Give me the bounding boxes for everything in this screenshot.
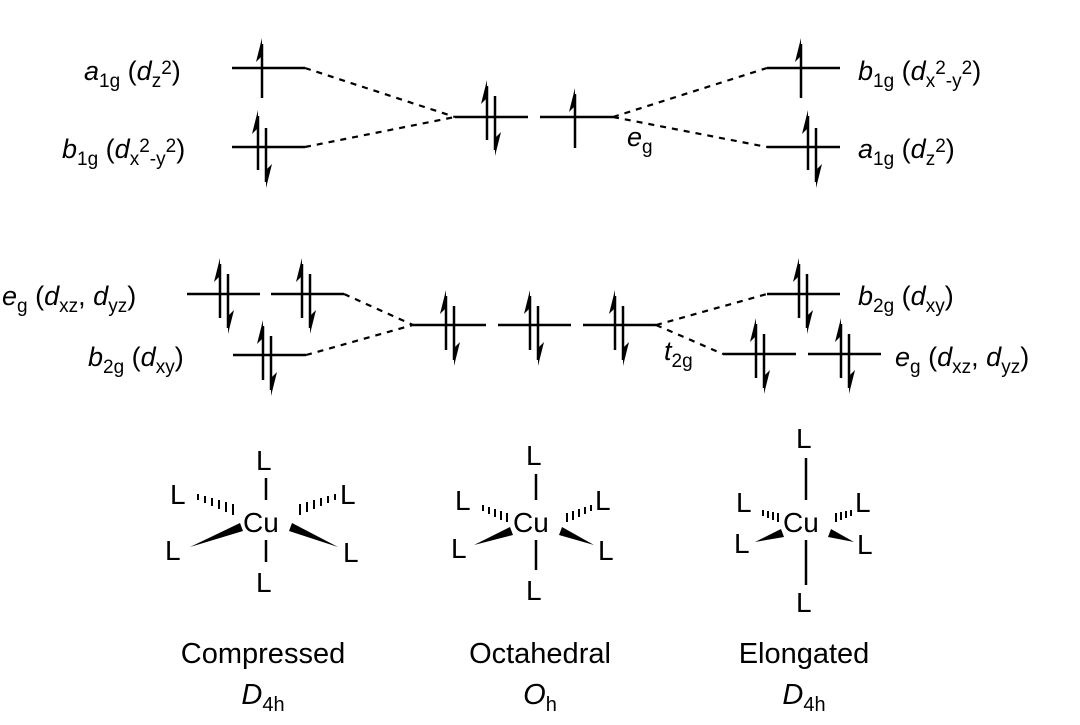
electron-down-arrow (269, 334, 279, 398)
ligand-atom: L (256, 567, 272, 598)
caption-group-elongated: D4h (782, 679, 825, 716)
label-b2g-elongated: b2g (dxy) (858, 281, 954, 317)
label-a1g-elongated: a1g (dz2) (858, 134, 955, 170)
ligand-atom: L (857, 529, 873, 560)
electron-down-arrow (536, 304, 546, 368)
structure-octahedral: Cu L L L L L L (451, 440, 614, 606)
caption-compressed: Compressed (181, 638, 345, 670)
label-b2g-compressed: b2g (dxy) (88, 342, 184, 378)
label-eg-compressed: eg (dxz, dyz) (2, 281, 136, 317)
electron-up-arrow (791, 256, 801, 320)
electron-up-arrow (212, 256, 222, 320)
metal-atom: Cu (513, 507, 549, 538)
electron-down-arrow (805, 272, 815, 336)
electron-down-arrow (264, 126, 274, 190)
electron-up-arrow (522, 288, 532, 352)
correlation-line (612, 115, 768, 149)
electron-up-arrow (250, 108, 260, 172)
caption-elongated: Elongated (739, 638, 870, 670)
ligand-atom: L (165, 535, 181, 566)
electron-down-arrow (847, 332, 857, 396)
electron-down-arrow (814, 126, 824, 190)
label-a1g-compressed: a1g (dz2) (84, 56, 181, 92)
structure-elongated: Cu L L L L L L (734, 423, 873, 618)
electron-up-arrow (748, 316, 758, 380)
ligand-atom: L (170, 479, 186, 510)
ligand-atom: L (855, 487, 871, 518)
ligand-atom: L (340, 479, 356, 510)
electron-up-arrow (255, 318, 265, 382)
label-b1g-elongated: b1g (dx2-y2) (858, 56, 981, 92)
electron-up-arrow (479, 78, 489, 142)
ligand-atom: L (796, 423, 812, 454)
label-eg-elongated: eg (dxz, dyz) (895, 342, 1029, 378)
label-eg-octahedral: eg (627, 122, 653, 158)
correlation-line (305, 323, 414, 357)
ligand-atom: L (343, 537, 359, 568)
electron-down-arrow (493, 94, 503, 158)
correlation-line (655, 292, 768, 327)
electron-down-arrow (762, 332, 772, 396)
correlation-line (343, 292, 414, 327)
caption-group-octahedral: Oh (523, 679, 557, 716)
ligand-atom: L (595, 485, 611, 516)
electron-up-arrow (294, 256, 304, 320)
metal-atom: Cu (243, 507, 279, 538)
caption-group-compressed: D4h (241, 679, 284, 716)
ligand-atom: L (455, 485, 471, 516)
ligand-atom: L (256, 445, 272, 476)
structure-compressed: Cu L L L L L L (165, 445, 359, 598)
label-t2g-octahedral: t2g (664, 336, 693, 372)
ligand-atom: L (796, 587, 812, 618)
correlation-line (612, 66, 768, 119)
electron-up-arrow (607, 288, 617, 352)
ligand-atom: L (526, 440, 542, 471)
ligand-atom: L (736, 487, 752, 518)
electron-up-arrow (833, 316, 843, 380)
correlation-line (304, 115, 456, 149)
correlation-line (655, 323, 724, 356)
ligand-atom: L (526, 575, 542, 606)
caption-octahedral: Octahedral (469, 638, 611, 670)
electron-down-arrow (621, 304, 631, 368)
electron-down-arrow (308, 272, 318, 336)
electron-up-arrow (438, 288, 448, 352)
metal-atom: Cu (783, 507, 819, 538)
label-b1g-compressed: b1g (dx2-y2) (62, 134, 185, 170)
ligand-atom: L (451, 533, 467, 564)
ligand-atom: L (598, 535, 614, 566)
electron-down-arrow (226, 272, 236, 336)
ligand-atom: L (734, 528, 750, 559)
correlation-line (304, 66, 456, 119)
electron-down-arrow (452, 304, 462, 368)
electron-up-arrow (800, 108, 810, 172)
